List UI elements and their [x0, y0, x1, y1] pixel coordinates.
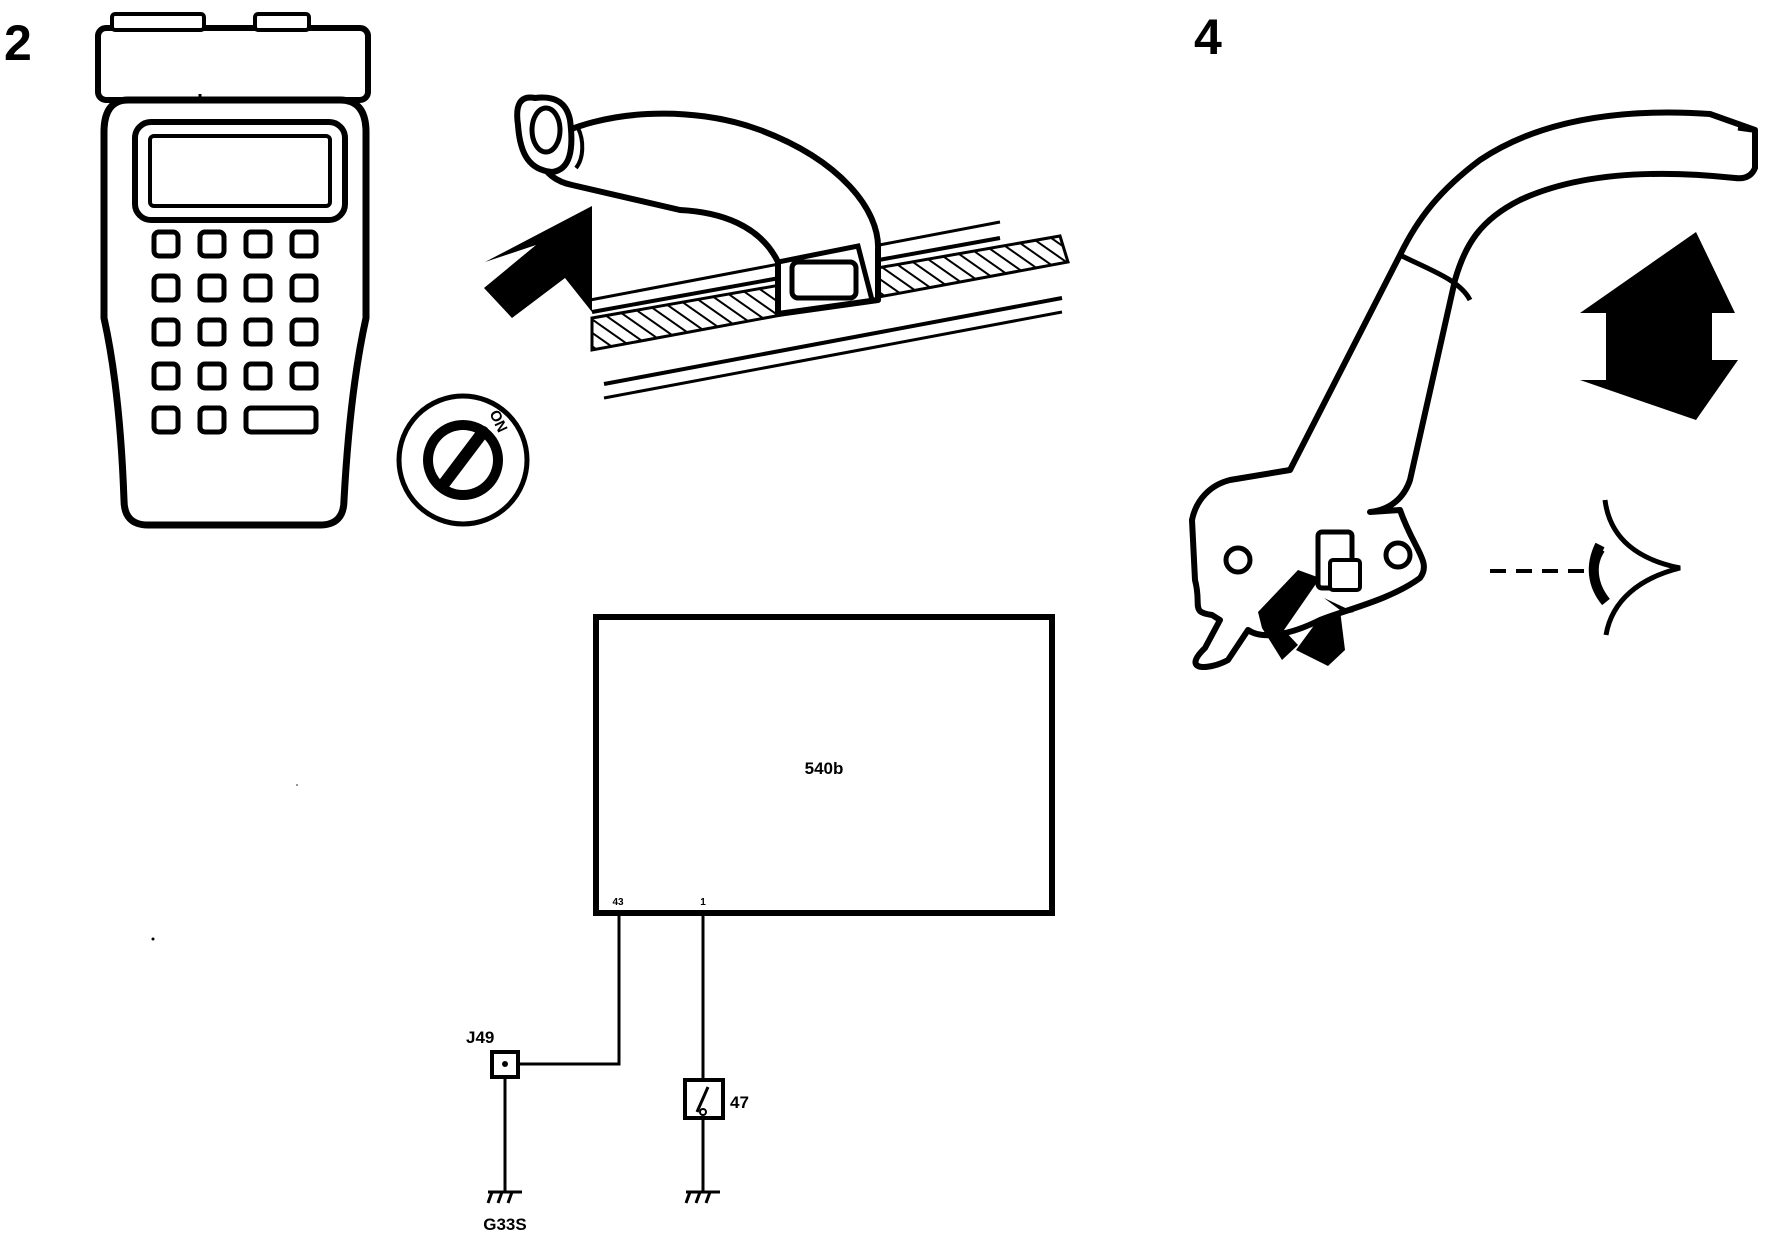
- eye-icon: [1588, 499, 1681, 636]
- control-module-box: [593, 614, 1055, 916]
- module-label: 540b: [805, 759, 844, 778]
- speck: [151, 937, 155, 941]
- connector-label: J49: [466, 1028, 494, 1047]
- adjust-up-down-arrow-icon: [1580, 232, 1738, 420]
- switch-label: 47: [730, 1093, 749, 1112]
- ground-label: G33S: [483, 1215, 526, 1234]
- spring-in-arrow-icon: [1258, 570, 1320, 660]
- wiring-diagram: 540b 43 1 J49 G33S 47: [466, 614, 1055, 1234]
- ground-icon: [684, 1190, 720, 1204]
- handbrake-lever-apply-icon: [514, 94, 1070, 400]
- handbrake-lever-adjust-icon: [1189, 109, 1758, 671]
- diagnostic-tester-icon: [95, 12, 371, 529]
- step-number-2: 2: [4, 15, 32, 71]
- speck: [296, 784, 298, 786]
- pin-1-label: 1: [700, 897, 706, 908]
- wire-pin-43: [512, 913, 621, 1066]
- pin-43-label: 43: [612, 897, 624, 908]
- handbrake-switch-47: [683, 1078, 725, 1120]
- spring-out-arrow-icon: [1296, 598, 1354, 666]
- ignition-key-icon: [396, 393, 530, 527]
- step-number-4: 4: [1194, 9, 1222, 65]
- apply-arrow-icon: [484, 206, 592, 318]
- ground-g33s-icon: [486, 1190, 522, 1204]
